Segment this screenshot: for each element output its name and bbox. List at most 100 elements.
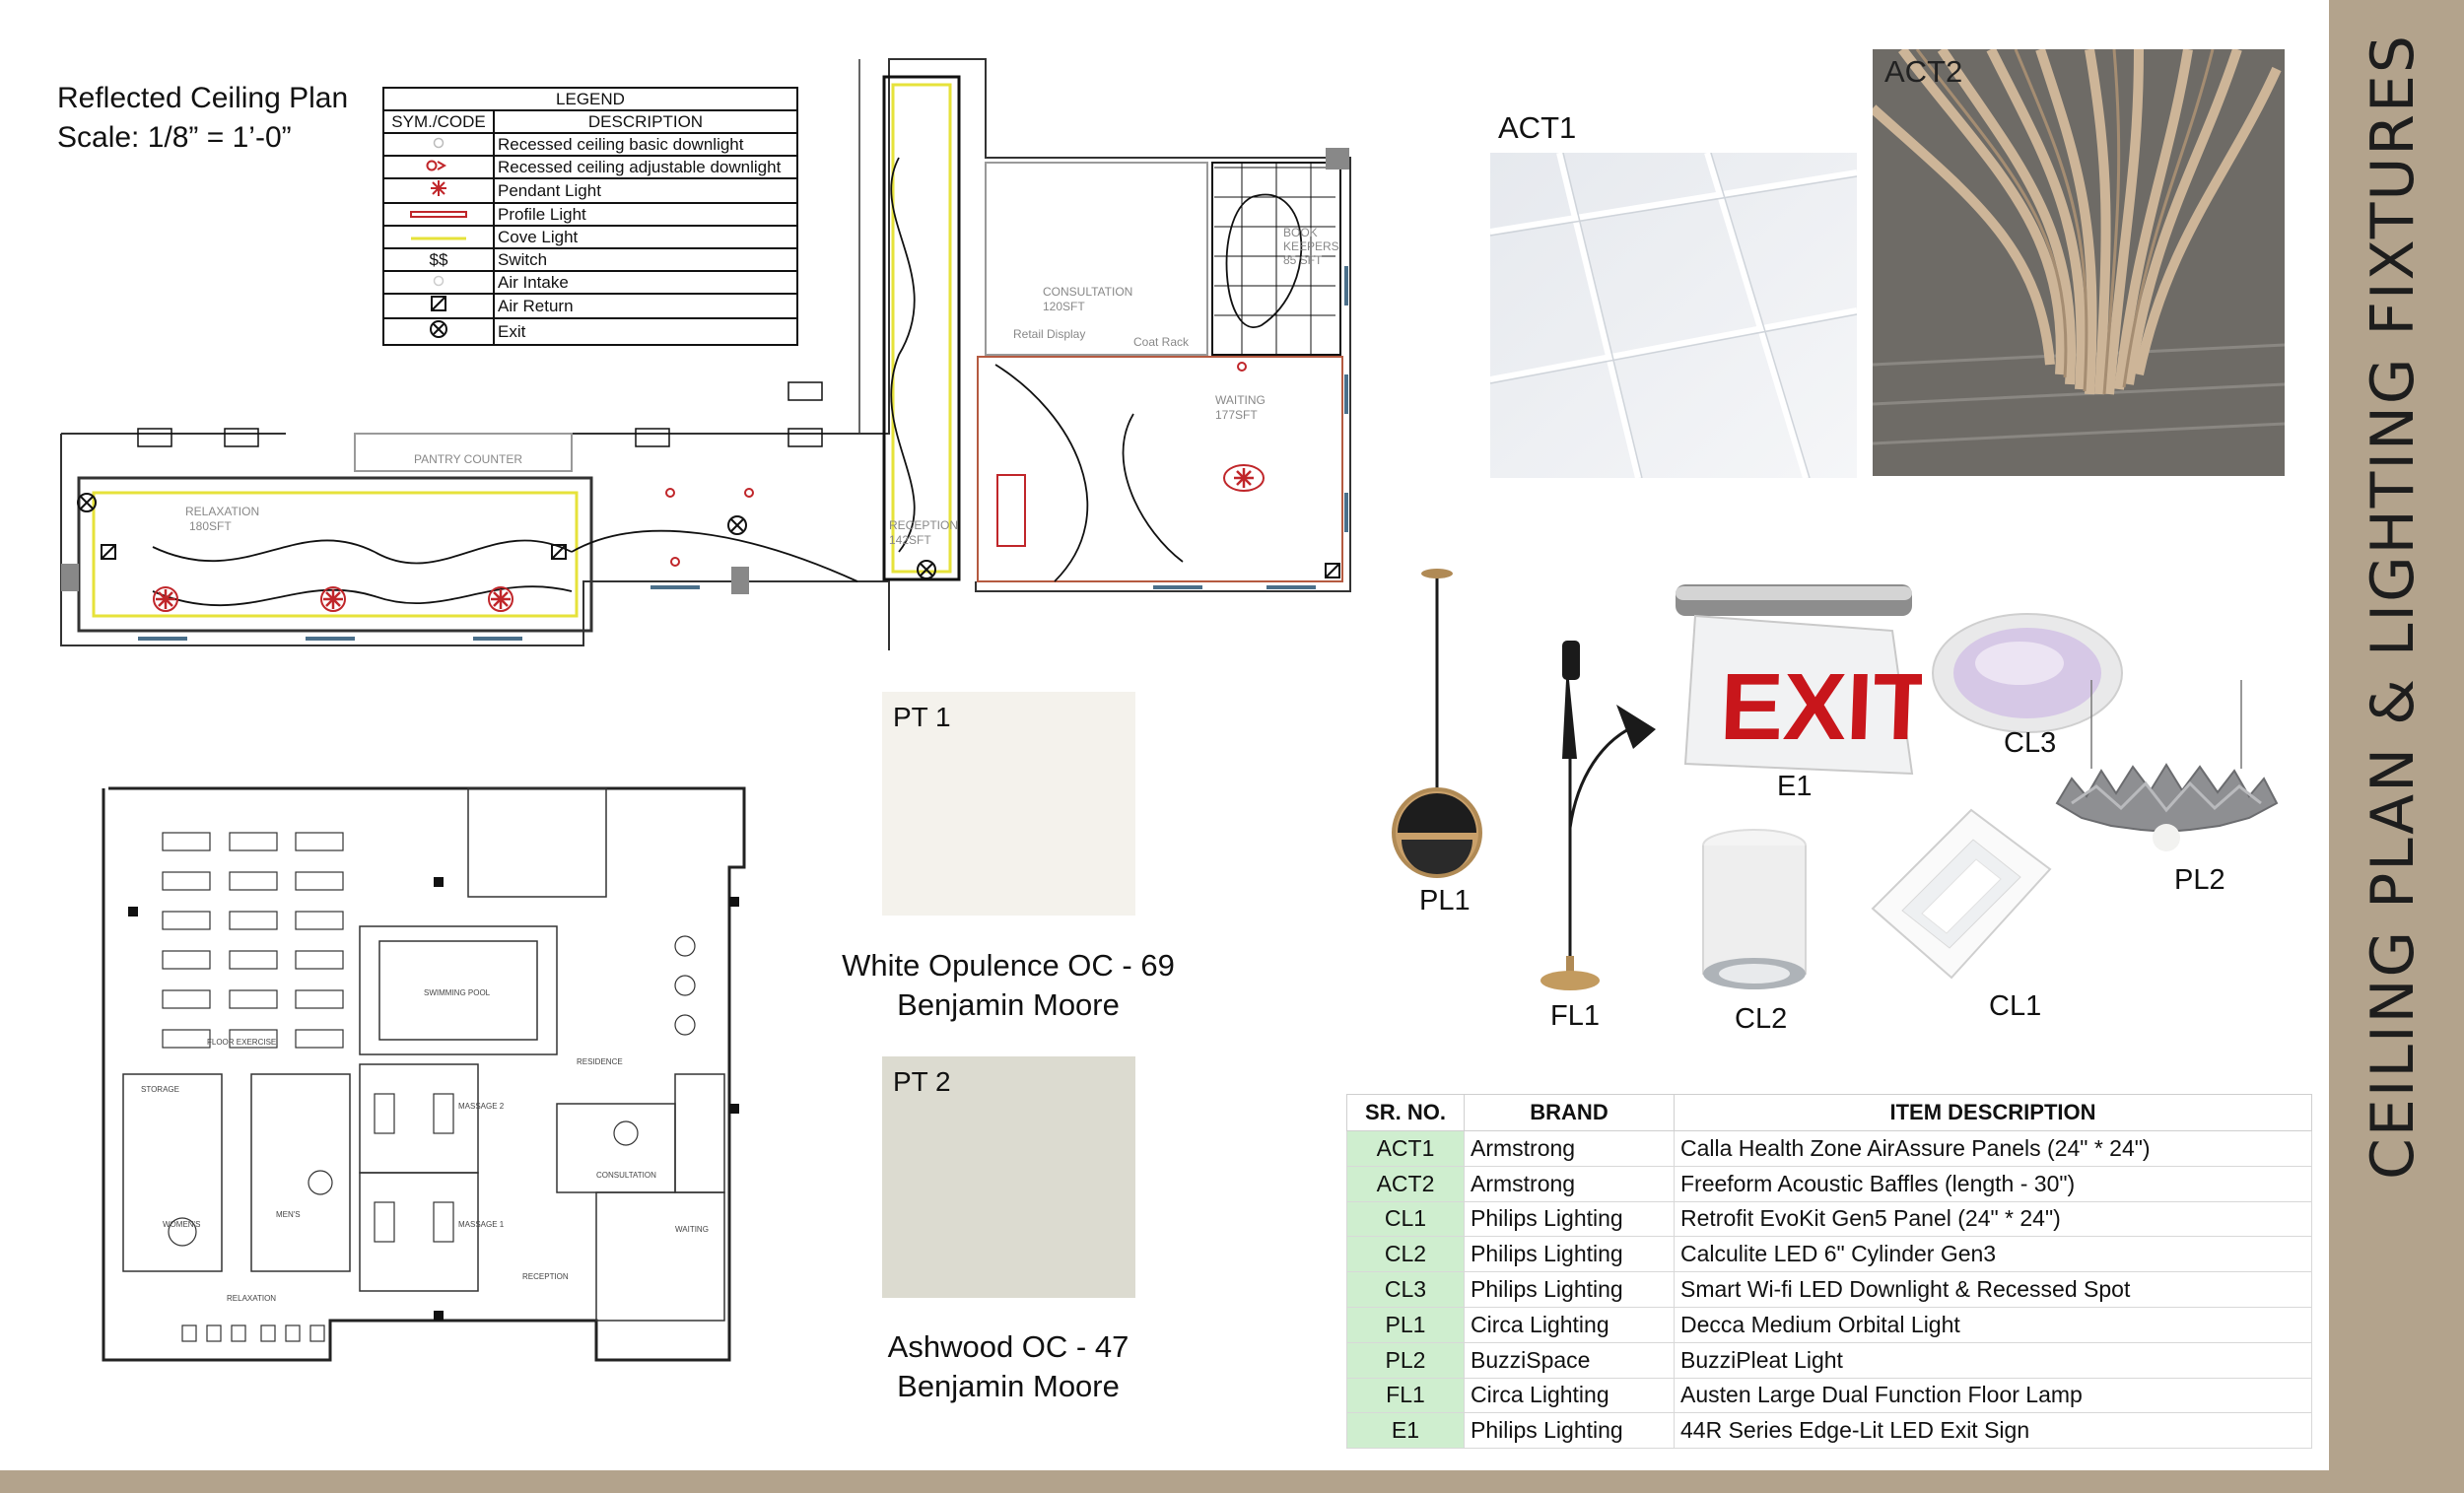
legend-desc: Recessed ceiling adjustable downlight bbox=[493, 155, 798, 179]
legend-row: Air Intake bbox=[382, 270, 798, 295]
legend-col-desc: DESCRIPTION bbox=[493, 109, 798, 134]
room-relaxation-area: 180SFT bbox=[189, 519, 232, 533]
schedule-brand: Circa Lighting bbox=[1464, 1306, 1675, 1343]
legend-desc: Exit bbox=[493, 317, 798, 346]
schedule-brand: Armstrong bbox=[1464, 1130, 1675, 1167]
legend-row: $$ Switch bbox=[382, 247, 798, 272]
fixture-label-pl2: PL2 bbox=[2174, 864, 2225, 896]
schedule-code: CL1 bbox=[1346, 1200, 1465, 1238]
pendant-light-icon bbox=[323, 589, 343, 609]
fp-pool: SWIMMING POOL bbox=[424, 988, 491, 997]
fixture-schedule-table: SR. NO. BRAND ITEM DESCRIPTION ACT1 Arms… bbox=[1346, 1094, 2312, 1450]
room-coat: Coat Rack bbox=[1133, 335, 1190, 349]
legend-desc: Air Return bbox=[493, 293, 798, 319]
schedule-code: FL1 bbox=[1346, 1377, 1465, 1414]
profile-light-icon bbox=[382, 202, 495, 227]
paint-code-pt2: PT 2 bbox=[893, 1066, 951, 1097]
reflected-ceiling-plan: RELAXATION 180SFT PANTRY COUNTER RECEPTI… bbox=[60, 58, 1351, 650]
air-return-icon bbox=[382, 293, 495, 319]
paint-brand: Benjamin Moore bbox=[897, 1369, 1120, 1403]
bottom-band bbox=[0, 1470, 2464, 1493]
plan-scale: Scale: 1/8” = 1’-0” bbox=[57, 121, 292, 154]
schedule-brand: Circa Lighting bbox=[1464, 1377, 1675, 1414]
legend-col-code: SYM./CODE bbox=[382, 109, 495, 134]
schedule-code: CL2 bbox=[1346, 1236, 1465, 1273]
schedule-code: CL3 bbox=[1346, 1271, 1465, 1308]
schedule-item: Freeform Acoustic Baffles (length - 30") bbox=[1674, 1165, 2312, 1202]
basic-downlight-icon bbox=[382, 132, 495, 157]
schedule-code: PL2 bbox=[1346, 1341, 1465, 1379]
adjustable-downlight-icon bbox=[382, 155, 495, 179]
schedule-header-code: SR. NO. bbox=[1346, 1094, 1465, 1131]
table-row: FL1 Circa Lighting Austen Large Dual Fun… bbox=[1346, 1377, 2312, 1414]
cl1-panel-image bbox=[1871, 808, 2052, 980]
room-keepers: KEEPERS bbox=[1283, 239, 1339, 253]
page-title-container: CEILING PLAN & LIGHTING FIXTURES bbox=[2346, 34, 2440, 1180]
page-title: CEILING PLAN & LIGHTING FIXTURES bbox=[2359, 33, 2428, 1180]
legend-desc: Pendant Light bbox=[493, 177, 798, 204]
pendant-light-icon bbox=[382, 177, 495, 204]
schedule-brand: BuzziSpace bbox=[1464, 1341, 1675, 1379]
schedule-item: Decca Medium Orbital Light bbox=[1674, 1306, 2312, 1343]
room-consultation-area: 120SFT bbox=[1043, 300, 1085, 313]
schedule-brand: Philips Lighting bbox=[1464, 1271, 1675, 1308]
fp-reception: RECEPTION bbox=[522, 1272, 569, 1281]
fp-consultation: CONSULTATION bbox=[596, 1171, 656, 1180]
schedule-item: Calculite LED 6" Cylinder Gen3 bbox=[1674, 1236, 2312, 1273]
pl1-pendant-image bbox=[1392, 569, 1482, 878]
cl3-downlight-image bbox=[1932, 613, 2123, 733]
schedule-item: BuzziPleat Light bbox=[1674, 1341, 2312, 1379]
fixture-label-cl2: CL2 bbox=[1735, 1003, 1788, 1035]
room-pantry: PANTRY COUNTER bbox=[414, 452, 522, 466]
fixture-label-fl1: FL1 bbox=[1550, 1000, 1600, 1032]
paint-swatch-pt1 bbox=[882, 692, 1135, 916]
table-row: PL2 BuzziSpace BuzziPleat Light bbox=[1346, 1341, 2312, 1379]
fixture-label-cl1: CL1 bbox=[1989, 990, 2042, 1022]
legend-row: Exit bbox=[382, 317, 798, 346]
room-book-area: 85 SFT bbox=[1283, 253, 1323, 267]
table-row: CL3 Philips Lighting Smart Wi-fi LED Dow… bbox=[1346, 1271, 2312, 1308]
schedule-brand: Armstrong bbox=[1464, 1165, 1675, 1202]
room-consultation: CONSULTATION bbox=[1043, 285, 1132, 299]
plan-title: Reflected Ceiling Plan bbox=[57, 82, 349, 114]
fp-mens: MEN'S bbox=[276, 1210, 301, 1219]
fp-waiting: WAITING bbox=[675, 1225, 709, 1234]
plan-title-block: Reflected Ceiling Plan Scale: 1/8” = 1’-… bbox=[57, 79, 348, 158]
ceiling-code-act2: ACT2 bbox=[1884, 54, 1963, 89]
paint-caption-pt2: Ashwood OC - 47 Benjamin Moore bbox=[811, 1327, 1205, 1406]
schedule-code: PL1 bbox=[1346, 1306, 1465, 1343]
legend-row: Cove Light bbox=[382, 225, 798, 249]
paint-name: White Opulence OC - 69 bbox=[842, 948, 1175, 983]
room-reception-area: 142SFT bbox=[889, 533, 931, 547]
fp-relaxation: RELAXATION bbox=[227, 1294, 276, 1303]
paint-swatch-pt2 bbox=[882, 1056, 1135, 1298]
table-row: CL2 Philips Lighting Calculite LED 6" Cy… bbox=[1346, 1236, 2312, 1273]
table-row: PL1 Circa Lighting Decca Medium Orbital … bbox=[1346, 1306, 2312, 1343]
room-reception: RECEPTION bbox=[889, 518, 958, 532]
table-row: ACT2 Armstrong Freeform Acoustic Baffles… bbox=[1346, 1165, 2312, 1202]
fp-residence: RESIDENCE bbox=[577, 1057, 623, 1066]
fixture-label-cl3: CL3 bbox=[2004, 727, 2057, 759]
legend-desc: Air Intake bbox=[493, 270, 798, 295]
legend-desc: Recessed ceiling basic downlight bbox=[493, 132, 798, 157]
schedule-brand: Philips Lighting bbox=[1464, 1200, 1675, 1238]
sidebar-band bbox=[2329, 0, 2464, 1493]
pendant-light-icon bbox=[1234, 468, 1254, 488]
legend-row: Recessed ceiling adjustable downlight bbox=[382, 155, 798, 179]
room-relaxation: RELAXATION bbox=[185, 505, 259, 518]
schedule-brand: Philips Lighting bbox=[1464, 1236, 1675, 1273]
cove-light-icon bbox=[382, 225, 495, 249]
table-row: E1 Philips Lighting 44R Series Edge-Lit … bbox=[1346, 1412, 2312, 1450]
fp-womens: WOMEN'S bbox=[163, 1220, 200, 1229]
table-row: CL1 Philips Lighting Retrofit EvoKit Gen… bbox=[1346, 1200, 2312, 1238]
floor-plan: SWIMMING POOL FLOOR EXERCISE RESIDENCE M… bbox=[102, 786, 746, 1362]
fp-massage1: MASSAGE 1 bbox=[458, 1220, 505, 1229]
fp-storage: STORAGE bbox=[141, 1085, 179, 1094]
act1-ceiling-tile-image bbox=[1490, 153, 1857, 478]
schedule-item: 44R Series Edge-Lit LED Exit Sign bbox=[1674, 1412, 2312, 1450]
schedule-header-brand: BRAND bbox=[1464, 1094, 1675, 1131]
paint-name: Ashwood OC - 47 bbox=[887, 1329, 1129, 1364]
fixture-label-e1: E1 bbox=[1777, 771, 1813, 802]
ceiling-code-act1: ACT1 bbox=[1498, 110, 1577, 145]
